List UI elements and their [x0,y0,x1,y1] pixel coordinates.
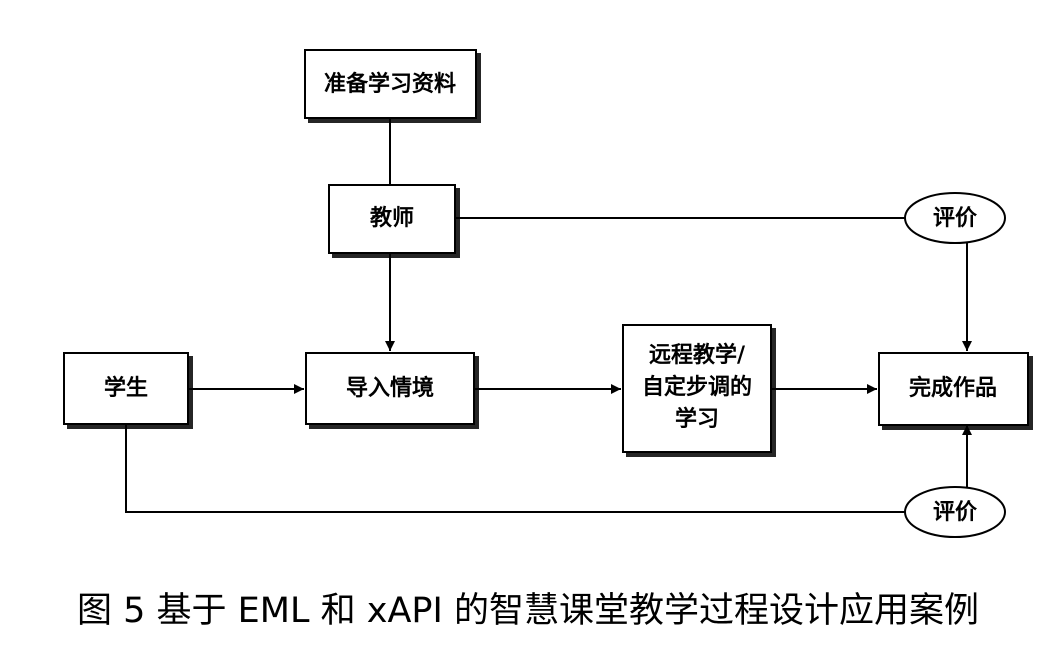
node-complete-work: 完成作品 [878,352,1029,426]
node-remote-label-line1: 远程教学/ [649,342,746,368]
node-evaluation-top: 评价 [904,192,1006,244]
node-remote-label-line3: 学习 [675,406,719,432]
node-evaluation-bottom: 评价 [904,486,1006,538]
node-intro-label: 导入情境 [346,375,434,401]
node-student-label: 学生 [104,375,148,401]
figure-caption: 图 5 基于 EML 和 xAPI 的智慧课堂教学过程设计应用案例 [77,591,979,631]
eval-top-label: 评价 [933,206,978,231]
node-complete-label: 完成作品 [909,375,997,401]
flow-diagram: 准备学习资料 教师 学生 导入情境 远程教学/ 自定步调的 学习 完成作品 评价… [63,49,1029,538]
node-prepare-label: 准备学习资料 [324,71,456,97]
connector-student-eval [125,424,905,513]
node-remote-label-line2: 自定步调的 [642,374,752,400]
node-student: 学生 [63,352,189,425]
eval-bottom-label: 评价 [933,500,978,525]
node-prepare-materials: 准备学习资料 [304,49,477,119]
node-intro-scenario: 导入情境 [305,352,475,425]
node-teacher-label: 教师 [370,205,414,231]
node-teacher: 教师 [328,184,456,254]
node-remote-learning: 远程教学/ 自定步调的 学习 [622,324,772,453]
